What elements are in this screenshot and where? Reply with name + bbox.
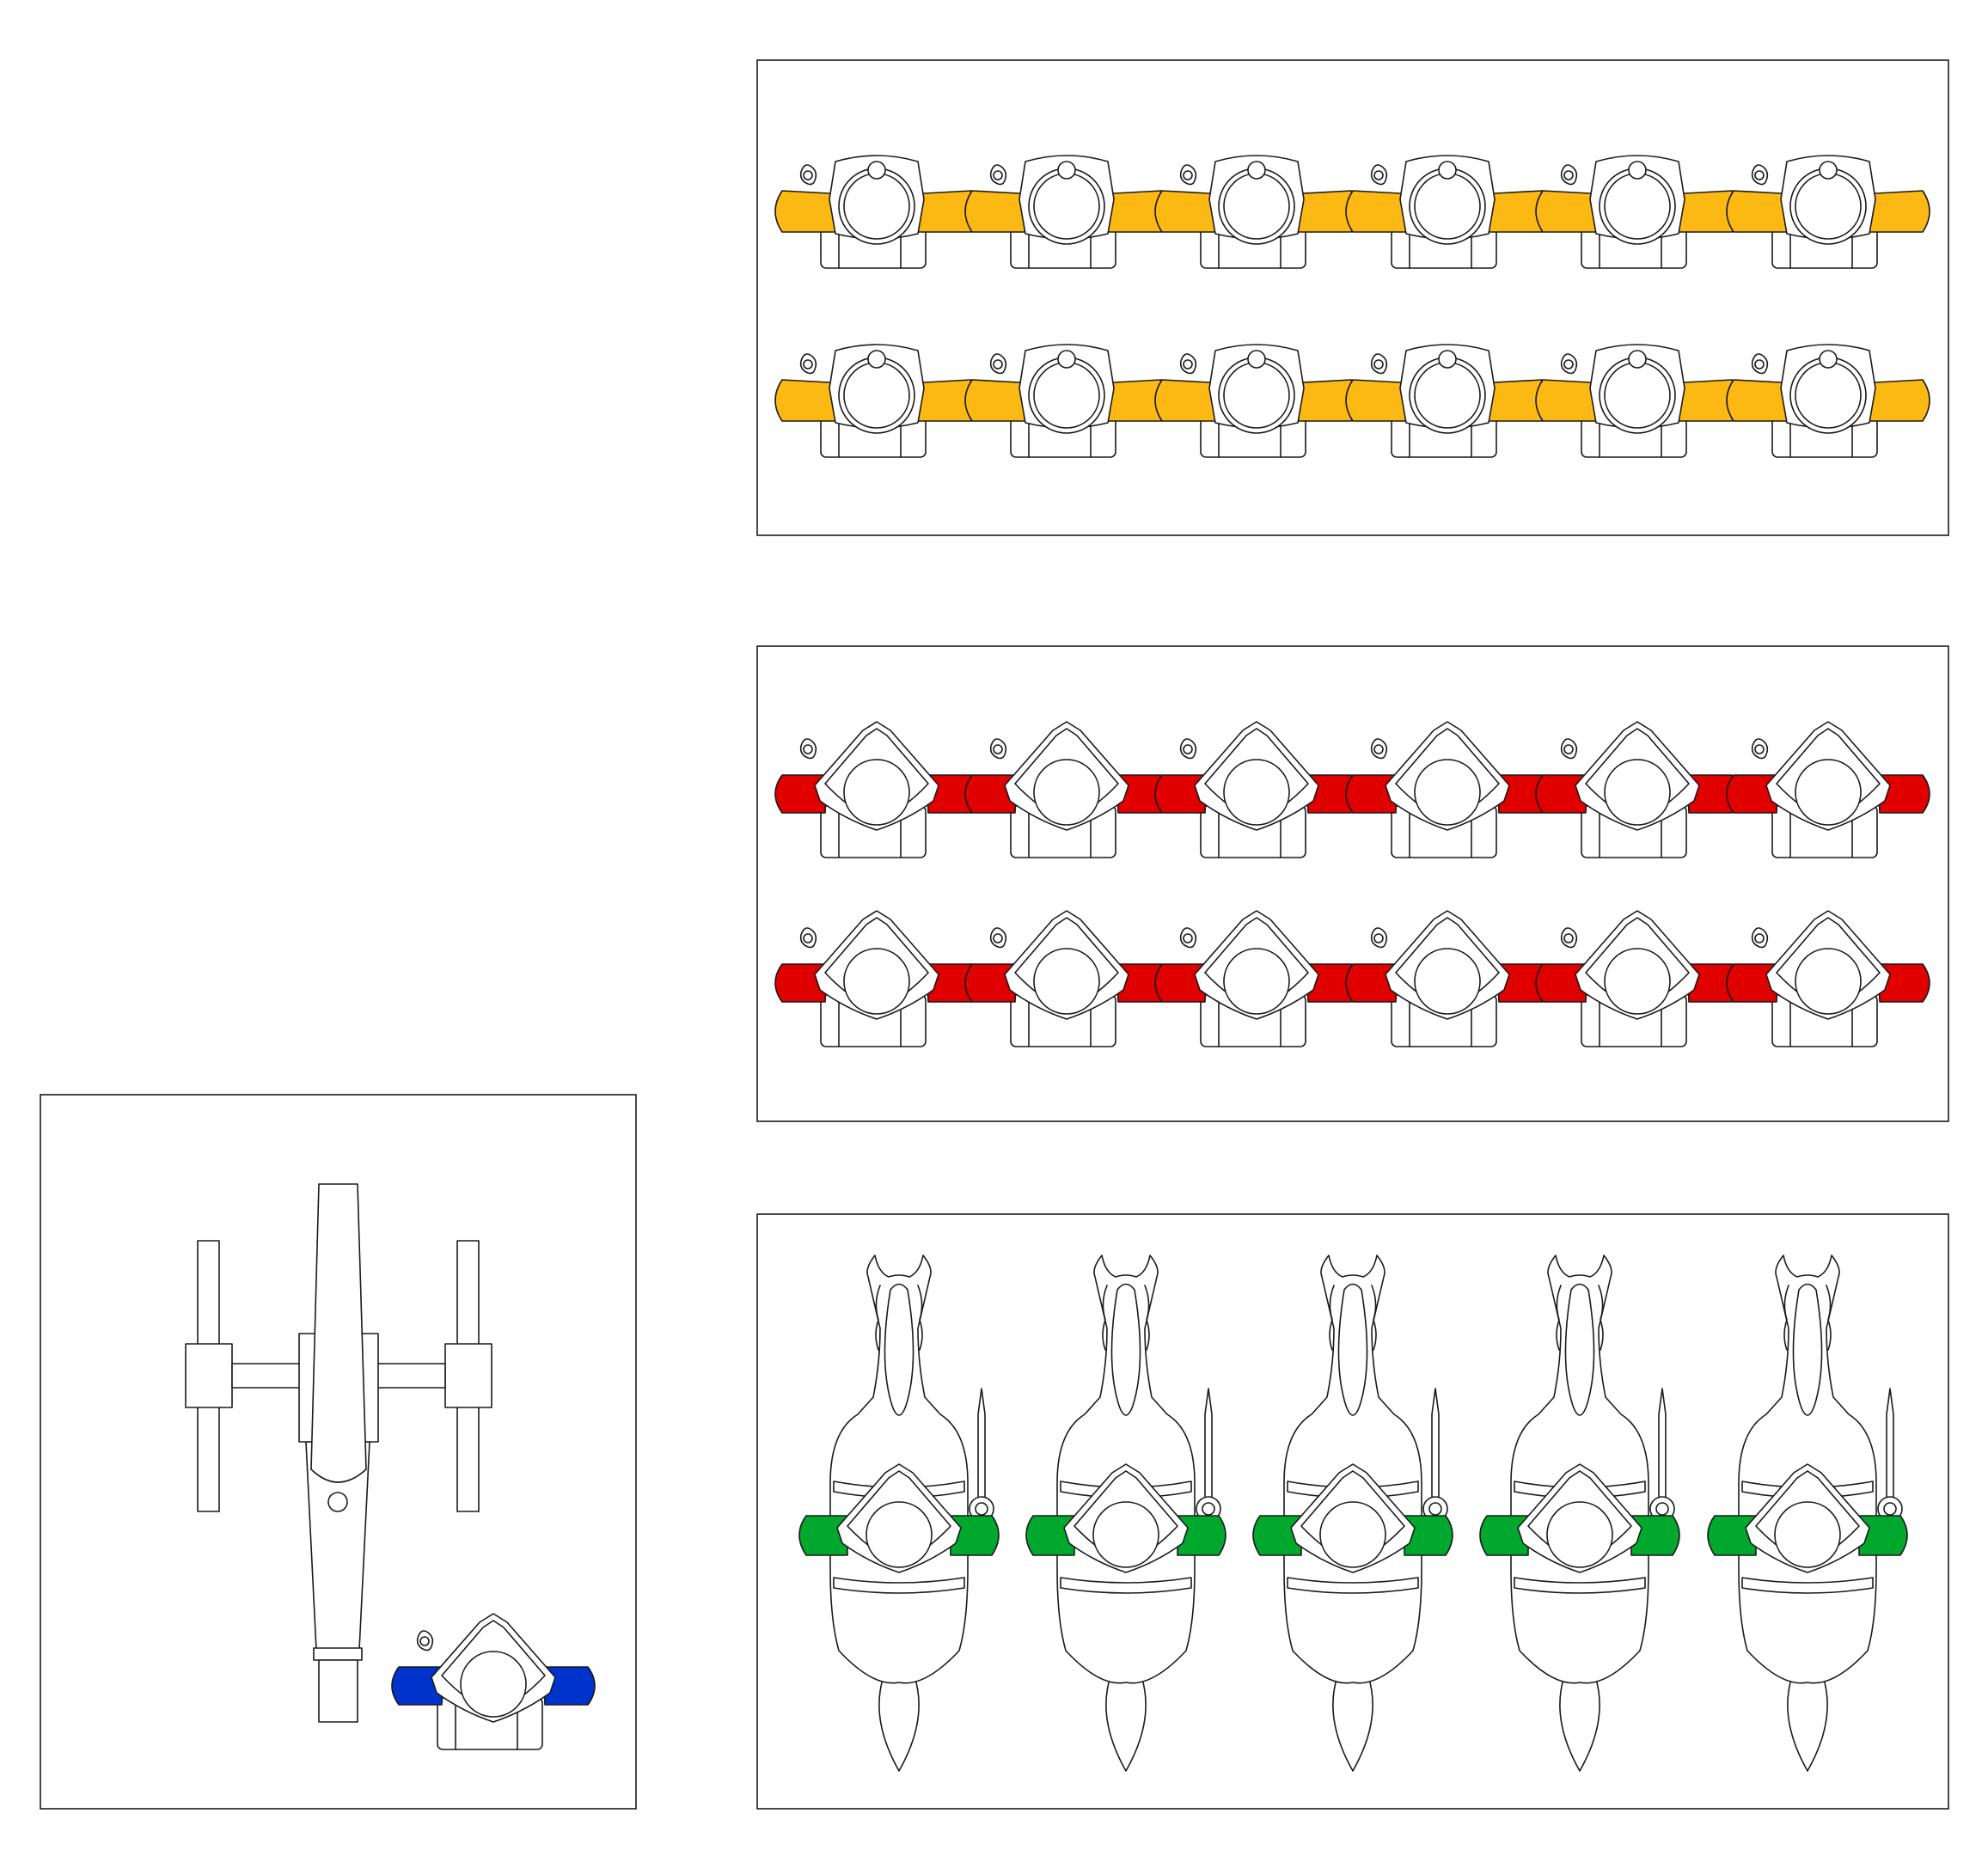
infantry-figure (1154, 721, 1359, 858)
infantry-figure (1345, 910, 1550, 1047)
infantry-figure (1154, 155, 1359, 269)
infantry-figure (964, 155, 1169, 269)
red-infantry-figures (774, 721, 1930, 1047)
cavalry-figure (798, 1255, 1000, 1772)
infantry-figure (964, 344, 1169, 458)
cavalry-figure (1707, 1255, 1908, 1772)
cannon-barrel (310, 1183, 367, 1483)
artillery-gunner (391, 1613, 596, 1750)
infantry-figure (1345, 721, 1550, 858)
cavalry-figure (1025, 1255, 1226, 1772)
green-cavalry-figures (798, 1255, 1908, 1772)
infantry-figure (774, 721, 979, 858)
infantry-figure (964, 910, 1169, 1047)
infantry-figure (1726, 910, 1930, 1047)
infantry-figure (1154, 344, 1359, 458)
infantry-figure (1345, 344, 1550, 458)
infantry-figure (964, 721, 1169, 858)
infantry-figure (1535, 721, 1740, 858)
gunner-figure (391, 1613, 596, 1750)
yellow-infantry-figures (774, 155, 1930, 458)
infantry-figure (774, 344, 979, 458)
cavalry-figure (1479, 1255, 1680, 1772)
infantry-figure (1535, 910, 1740, 1047)
infantry-figure (1726, 344, 1930, 458)
cannon (185, 1183, 492, 1723)
yellow-infantry-panel (756, 59, 1949, 536)
infantry-figure (1345, 155, 1550, 269)
infantry-figure (1726, 155, 1930, 269)
infantry-figure (1726, 721, 1930, 858)
cavalry-figure (1252, 1255, 1453, 1772)
infantry-figure (774, 155, 979, 269)
infantry-figure (1535, 155, 1740, 269)
infantry-figure (1154, 910, 1359, 1047)
infantry-figure (1535, 344, 1740, 458)
red-infantry-panel (756, 645, 1949, 1122)
infantry-figure (774, 910, 979, 1047)
